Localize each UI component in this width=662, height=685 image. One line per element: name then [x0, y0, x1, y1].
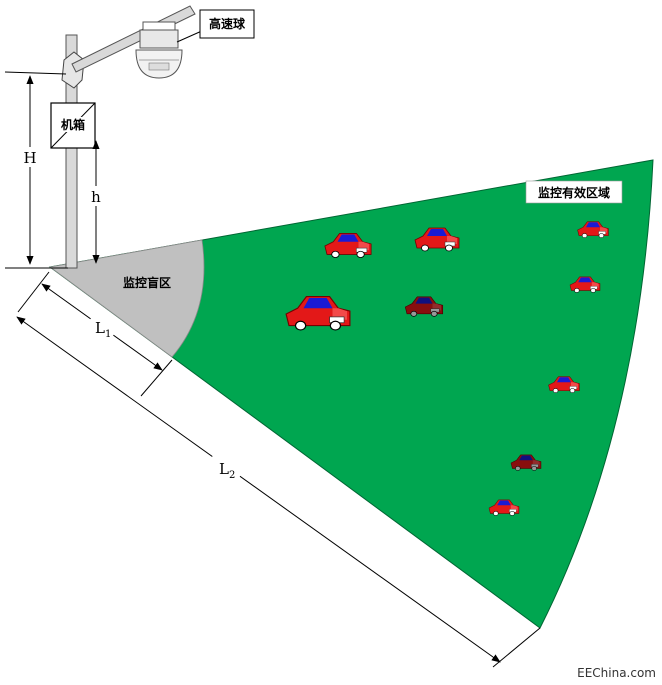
svg-text:L2: L2	[219, 460, 235, 481]
watermark: EEChina.com	[577, 666, 656, 680]
distance-l1-label: L	[95, 319, 105, 337]
effective-zone	[48, 159, 654, 629]
distance-l2-subscript: 2	[229, 470, 235, 481]
height-box-label: h	[91, 188, 101, 206]
distance-l1-subscript: 1	[105, 329, 111, 340]
cabinet-box: 机箱	[50, 102, 96, 149]
distance-l2-dimension	[16, 316, 501, 663]
camera-label: 高速球	[209, 16, 246, 31]
cabinet-label: 机箱	[61, 117, 85, 132]
camera-dome-icon	[135, 21, 183, 79]
distance-l2-label: L	[219, 460, 229, 478]
blind-zone-label: 监控盲区	[123, 275, 171, 290]
height-total-label: H	[23, 149, 36, 167]
effective-zone-label: 监控有效区域	[538, 185, 610, 200]
